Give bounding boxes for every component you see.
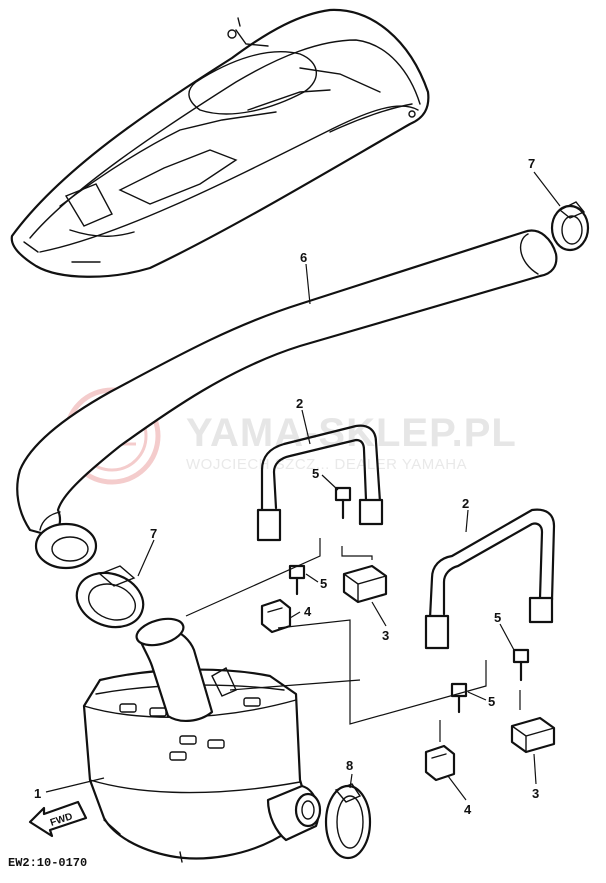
muffler <box>82 617 322 863</box>
callout-3-lower: 3 <box>532 786 539 801</box>
callout-7-lower: 7 <box>150 526 157 541</box>
watermark-title: YAMA-SKLEP.PL <box>186 411 517 455</box>
callout-5-c: 5 <box>494 610 501 625</box>
bolt-3 <box>512 648 530 682</box>
watercraft-hull <box>10 8 430 278</box>
callout-leaders <box>45 171 561 801</box>
callout-5-a: 5 <box>312 466 319 481</box>
rubber-block-upper <box>342 564 388 604</box>
callout-2-upper: 2 <box>296 396 303 411</box>
callout-5-d: 5 <box>488 694 495 709</box>
callout-1: 1 <box>34 786 41 801</box>
bracket-lower <box>424 744 456 782</box>
watermark-subtitle: WOJCIECH SZCZ... DEALER YAMAHA <box>186 456 467 473</box>
rubber-block-lower <box>510 716 556 754</box>
callout-4-lower: 4 <box>464 802 472 817</box>
strap-band-lower <box>424 508 556 650</box>
bracket-upper <box>260 598 292 634</box>
bolt-1 <box>334 486 352 520</box>
callout-7-upper: 7 <box>528 156 535 171</box>
callout-labels: 7 6 2 5 2 7 5 4 5 3 5 8 1 3 4 <box>34 156 539 817</box>
exhaust-hose <box>16 229 558 570</box>
diagram-code: EW2:10-0170 <box>8 856 87 870</box>
strap-band-upper <box>256 424 384 542</box>
bolt-2 <box>288 564 306 596</box>
callout-4-upper: 4 <box>304 604 312 619</box>
callout-3-upper: 3 <box>382 628 389 643</box>
callout-8: 8 <box>346 758 353 773</box>
hose-clamp-upper <box>550 201 590 252</box>
callout-2-lower: 2 <box>462 496 469 511</box>
assembly-guide-lines <box>185 538 521 742</box>
hose-clamp-lower <box>75 565 145 629</box>
callout-6: 6 <box>300 250 307 265</box>
callout-5-b: 5 <box>320 576 327 591</box>
bolt-4 <box>450 682 468 714</box>
forward-arrow-icon: FWD <box>28 800 88 838</box>
outlet-clamp <box>324 783 372 860</box>
